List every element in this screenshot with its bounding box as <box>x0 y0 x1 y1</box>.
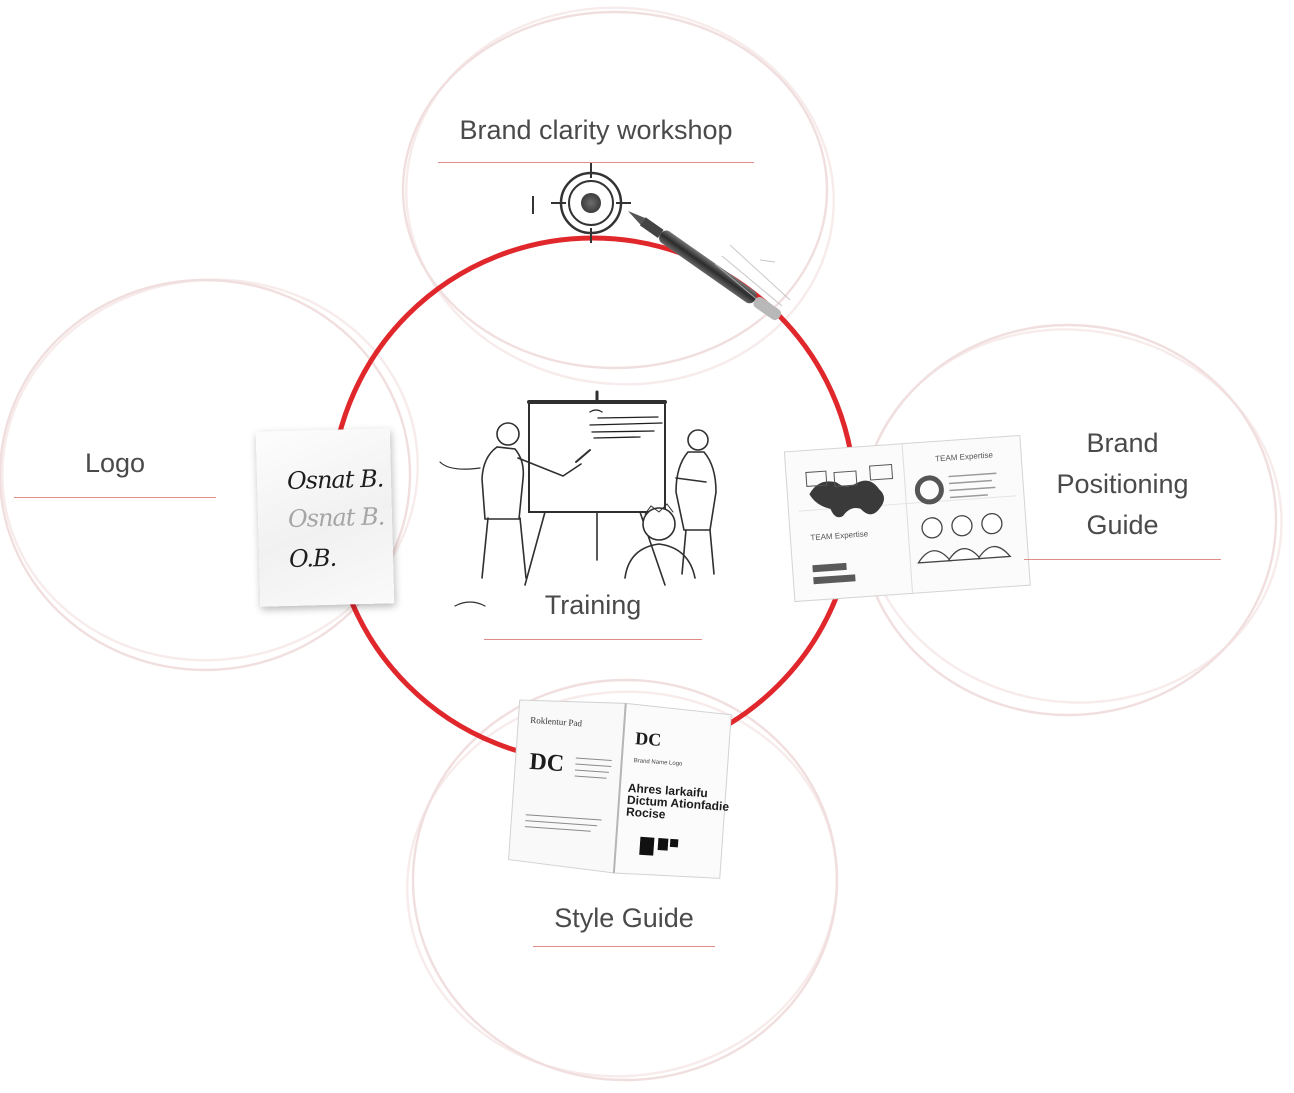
node-label-workshop[interactable]: Brand clarity workshop <box>438 110 754 151</box>
positioning-label-line-1: Brand <box>1086 428 1159 458</box>
logo-signature-paper: Osnat B. Osnat B. O.B. <box>255 428 395 607</box>
booklet-heading-line3: Rocise <box>626 805 667 822</box>
signature-line-1: Osnat B. <box>286 464 384 495</box>
style-guide-illustration: Roklentur Pad DC DC Brand Name Logo Ahre… <box>508 699 732 879</box>
signature-line-2: Osnat B. <box>287 502 385 533</box>
team-expertise-heading: TEAM Expertise <box>935 450 994 463</box>
donut-chart-icon <box>914 475 944 505</box>
node-label-logo[interactable]: Logo <box>14 443 216 484</box>
positioning-label-line-3: Guide <box>1086 510 1159 540</box>
booklet-subtitle-right: Brand Name Logo <box>634 758 684 767</box>
team-portraits-icon <box>917 513 1012 564</box>
positioning-underline <box>1024 559 1221 560</box>
booklet-heading-line1: Ahres larkaifu <box>627 781 708 801</box>
target-pen-illustration <box>532 163 791 321</box>
node-label-style-guide[interactable]: Style Guide <box>533 898 715 939</box>
woman-figure <box>675 429 717 575</box>
presenter-figure <box>481 422 591 579</box>
style-guide-underline <box>533 946 715 947</box>
workshop-circle <box>401 10 829 370</box>
target-bullseye-icon <box>581 193 601 213</box>
logo-label-text: Logo <box>84 448 146 478</box>
dc-logo-right: DC <box>635 728 662 750</box>
booklet-title-left: Roklentur Pad <box>530 715 583 729</box>
training-illustration <box>439 390 717 607</box>
positioning-guide-illustration: TEAM Expertise TEAM Expertise <box>783 434 1031 603</box>
logo-underline <box>14 497 216 498</box>
style-guide-label-text: Style Guide <box>554 903 694 933</box>
positioning-label-line-2: Positioning <box>1056 469 1189 499</box>
node-label-positioning[interactable]: Brand Positioning Guide <box>1024 423 1221 546</box>
node-label-training[interactable]: Training <box>484 585 702 626</box>
workshop-underline <box>438 162 754 163</box>
world-map-icon <box>809 480 884 518</box>
pen-icon <box>628 211 782 321</box>
dc-logo-left: DC <box>529 749 565 777</box>
workshop-label-text: Brand clarity workshop <box>459 115 733 145</box>
color-swatches-icon <box>639 836 679 856</box>
team-expertise-subheading: TEAM Expertise <box>810 529 869 542</box>
training-label-text: Training <box>544 590 642 620</box>
flipchart-scribbles <box>589 409 663 439</box>
signature-line-3: O.B. <box>288 543 337 573</box>
training-underline <box>484 639 702 640</box>
audience-figure <box>624 503 696 579</box>
flipchart-board <box>528 401 666 513</box>
